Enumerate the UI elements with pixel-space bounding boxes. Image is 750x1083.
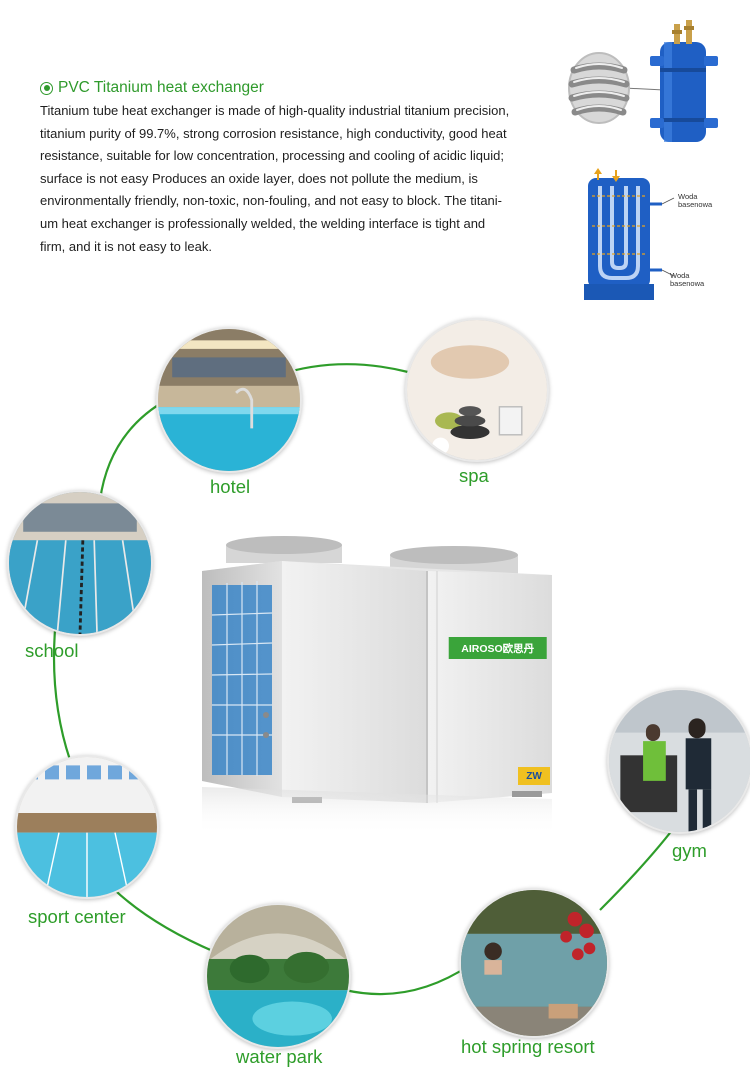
water-park-label: water park bbox=[236, 1046, 323, 1067]
water-out-label: Woda basenowa bbox=[670, 272, 704, 288]
hot-spring-label: hot spring resort bbox=[461, 1036, 595, 1057]
paragraph-line: resistance, suitable for low concentrati… bbox=[40, 148, 504, 164]
paragraph-line: Titanium tube heat exchanger is made of … bbox=[40, 103, 510, 118]
hot-spring-image bbox=[459, 888, 609, 1038]
sport-center-label: sport center bbox=[28, 906, 126, 927]
water-in-label: Woda basenowa bbox=[678, 193, 712, 209]
paragraph-line: titanium purity of 99.7%, strong corrosi… bbox=[40, 125, 507, 141]
energy-badge: ZW bbox=[518, 767, 550, 785]
gym-label: gym bbox=[672, 840, 707, 861]
section-title-text: PVC Titanium heat exchanger bbox=[58, 79, 264, 96]
heat-pump-unit: AIROSO欧思丹 ZW bbox=[192, 535, 566, 835]
heat-exchanger-diagram: Woda basenowa Woda basenowa bbox=[578, 166, 723, 302]
hotel-image bbox=[156, 327, 302, 473]
radio-bullet-icon bbox=[40, 81, 53, 95]
spa-image bbox=[405, 318, 549, 462]
sport-center-image bbox=[15, 755, 159, 899]
water-park-image bbox=[205, 903, 351, 1049]
hotel-label: hotel bbox=[210, 476, 251, 497]
spa-label: spa bbox=[459, 465, 489, 486]
paragraph-line: environmentally friendly, non-toxic, non… bbox=[40, 193, 502, 209]
brand-label: AIROSO欧思丹 bbox=[448, 637, 547, 659]
paragraph-line: firm, and it is not easy to leak. bbox=[40, 238, 212, 254]
gym-image bbox=[607, 688, 750, 834]
school-label: school bbox=[25, 640, 79, 661]
paragraph-line: surface is not easy Produces an oxide la… bbox=[40, 170, 478, 186]
description-paragraph: Titanium tube heat exchanger is made of … bbox=[40, 100, 555, 258]
paragraph-line: um heat exchanger is professionally weld… bbox=[40, 215, 486, 231]
diagram-label-line: Woda bbox=[670, 271, 690, 280]
school-image bbox=[7, 490, 153, 636]
heat-exchanger-photo bbox=[566, 18, 726, 148]
diagram-label-line: Woda bbox=[678, 192, 698, 201]
diagram-label-line: basenowa bbox=[678, 200, 713, 209]
section-title: PVC Titanium heat exchanger bbox=[40, 79, 264, 97]
diagram-label-line: basenowa bbox=[670, 279, 705, 288]
